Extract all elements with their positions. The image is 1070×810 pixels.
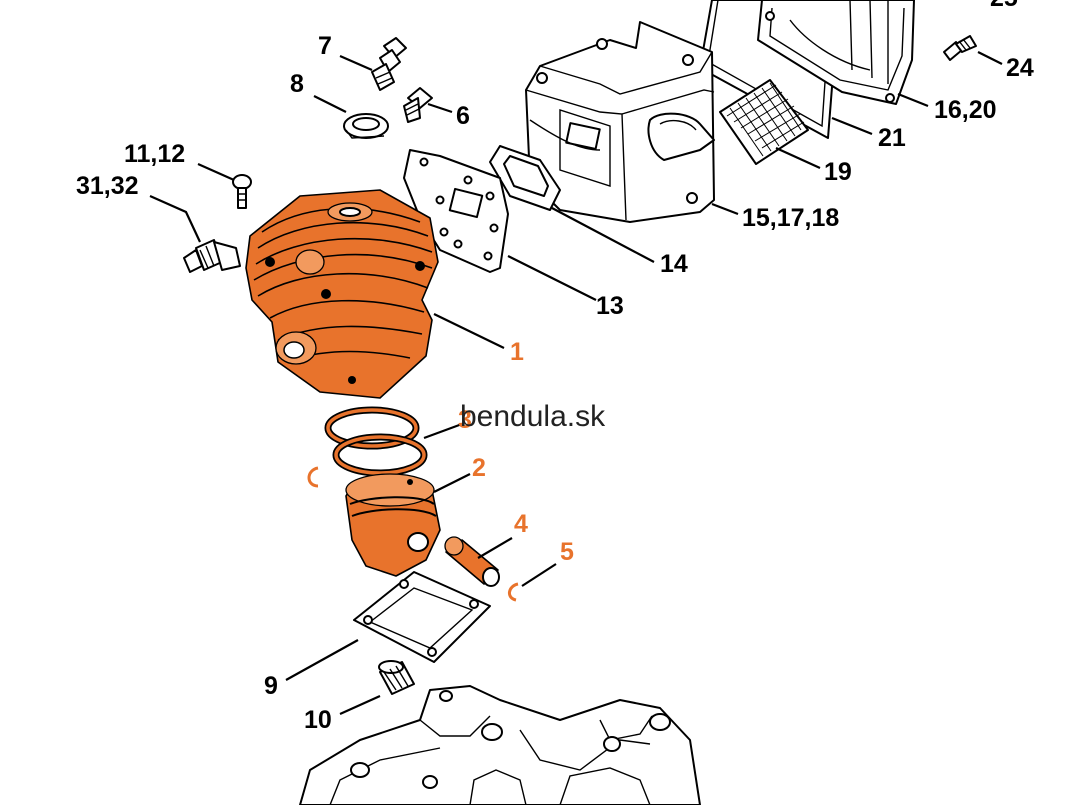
callout-1: 1 [510, 338, 524, 366]
callout-13: 13 [596, 292, 624, 320]
piston-part [345, 473, 441, 577]
base-gasket-part [353, 571, 491, 663]
callout-3: 3 [458, 406, 472, 434]
callout-25: 25 [990, 0, 1018, 12]
callout-19: 19 [824, 158, 852, 186]
screw-11-12-part [232, 174, 252, 209]
callout-2: 2 [472, 454, 486, 482]
cylinder-part [245, 189, 439, 399]
callout-31-32: 31,32 [76, 172, 139, 200]
callout-9: 9 [264, 672, 278, 700]
spark-arrestor-screen-part [719, 79, 809, 165]
callout-14: 14 [660, 250, 688, 278]
callout-6: 6 [456, 102, 470, 130]
watermark-text: bendula.sk [460, 400, 606, 433]
needle-bearing-part [378, 660, 415, 695]
circlip-left-part [307, 466, 319, 488]
callout-11-12: 11,12 [124, 140, 185, 168]
piston-rings-part [324, 406, 428, 477]
callout-10: 10 [304, 706, 332, 734]
washer-8-part [343, 113, 389, 139]
screw-24-part [943, 35, 977, 61]
fitting-7-part [371, 37, 407, 91]
muffler-body-part [525, 21, 715, 223]
callout-4: 4 [514, 510, 528, 538]
plug-6-part [403, 87, 433, 123]
callout-15-17-18: 15,17,18 [742, 204, 839, 232]
callout-5: 5 [560, 538, 574, 566]
circlip-right-part [508, 582, 519, 602]
decompression-valve-part [183, 239, 241, 273]
crankcase-part [299, 685, 701, 806]
piston-pin-part [444, 536, 500, 587]
callout-21: 21 [878, 124, 906, 152]
callout-7: 7 [318, 32, 332, 60]
gasket-14-part [489, 145, 561, 211]
callout-24: 24 [1006, 54, 1034, 82]
callout-8: 8 [290, 70, 304, 98]
muffler-cover-part [699, 0, 915, 139]
leader-lines [149, 51, 1003, 716]
callout-16-20: 16,20 [934, 96, 997, 124]
